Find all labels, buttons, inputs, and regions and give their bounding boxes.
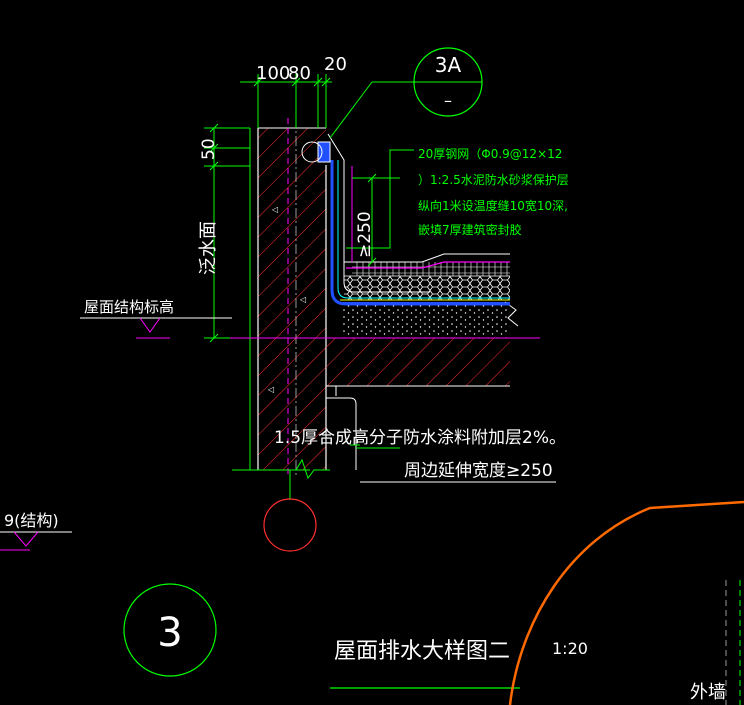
label-roof-level: 屋面结构标高: [84, 298, 174, 316]
dimensions: [204, 74, 540, 500]
callout-id: 3A: [435, 53, 462, 77]
label-outer-wall: 外墙: [690, 682, 726, 703]
struct-label: 9(结构): [0, 511, 72, 551]
callout-sub: –: [444, 91, 452, 110]
label-coating: 1.5厚合成高分子防水涂料附加层2%。: [274, 428, 566, 448]
waterproof-upturn: [301, 133, 510, 306]
label-extend: 周边延伸宽度≥250: [404, 461, 553, 481]
parapet-wall: ◁ ◁ ◁: [249, 118, 327, 478]
dim-20: 20: [324, 54, 347, 75]
note-line-3: 纵向1米设温度缝10宽10深,: [418, 198, 568, 213]
label-parapet: 泛水面: [198, 221, 219, 275]
dim-250: ≥250: [355, 211, 375, 258]
detail-number: 3: [157, 610, 182, 656]
dim-80: 80: [288, 63, 311, 84]
grid-bubble: [263, 498, 317, 552]
detail-callout-3a: 3A –: [413, 47, 483, 117]
roof-slab: [326, 337, 510, 470]
svg-text:◁: ◁: [271, 205, 278, 214]
roof-layers: [340, 253, 519, 338]
note-line-4: 嵌填7厚建筑密封胶: [418, 222, 522, 237]
detail-number-bubble: 3: [123, 583, 217, 677]
layer-note: 20厚钢网（Φ0.9@12×12 ）1:2.5水泥防水砂浆保护层 纵向1米设温度…: [418, 147, 569, 237]
label-struct: 9(结构): [4, 511, 59, 530]
roof-level-label: 屋面结构标高: [80, 298, 232, 339]
detail-scale: 1:20: [552, 639, 588, 658]
note-line-1: 20厚钢网（Φ0.9@12×12: [418, 147, 562, 161]
dim-50: 50: [199, 138, 219, 160]
outline-arc: [508, 500, 744, 705]
dim-100: 100: [256, 63, 290, 84]
leaders: [329, 81, 414, 446]
svg-text:◁: ◁: [267, 385, 274, 394]
detail-title: 屋面排水大样图二: [334, 639, 510, 664]
note-line-2: ）1:2.5水泥防水砂浆保护层: [418, 172, 569, 187]
svg-text:◁: ◁: [299, 295, 306, 304]
